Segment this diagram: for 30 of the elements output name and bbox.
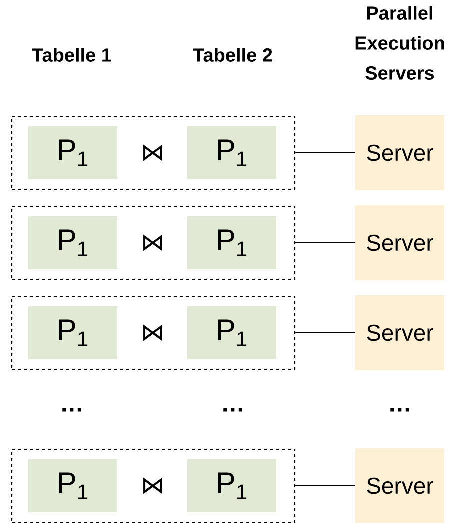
join-symbol: ⋈ (144, 324, 162, 342)
server-box: Server (356, 206, 444, 280)
server-box: Server (356, 296, 444, 370)
partition-box: P$_{1}$ (188, 306, 276, 360)
partition-box: P$_{1}$ (188, 126, 276, 180)
connector-line (296, 152, 356, 154)
column-header: Parallel Execution Servers (356, 6, 444, 80)
partition-box: P$_{1}$ (28, 460, 118, 512)
connector-line (296, 242, 356, 244)
join-symbol: ⋈ (144, 234, 162, 252)
partition-box: P$_{1}$ (188, 460, 276, 512)
dashed-group-box (11, 448, 296, 523)
column-header: Tabelle 1 (32, 48, 112, 62)
server-box: Server (356, 116, 444, 190)
partition-box: P$_{1}$ (28, 306, 118, 360)
join-symbol: ⋈ (144, 144, 162, 162)
server-box: Server (356, 448, 444, 523)
column-header: Tabelle 2 (193, 48, 272, 62)
partition-box: P$_{1}$ (188, 216, 276, 270)
dashed-group-box (11, 116, 296, 190)
partition-box: P$_{1}$ (28, 126, 118, 180)
join-symbol: ⋈ (144, 478, 162, 494)
dashed-group-box (11, 296, 296, 370)
connector-line (296, 332, 356, 334)
ellipsis: … (390, 408, 410, 412)
ellipsis: … (224, 408, 242, 412)
connector-line (296, 485, 356, 487)
ellipsis: … (62, 408, 82, 412)
dashed-group-box (11, 206, 296, 280)
partition-box: P$_{1}$ (28, 216, 118, 270)
